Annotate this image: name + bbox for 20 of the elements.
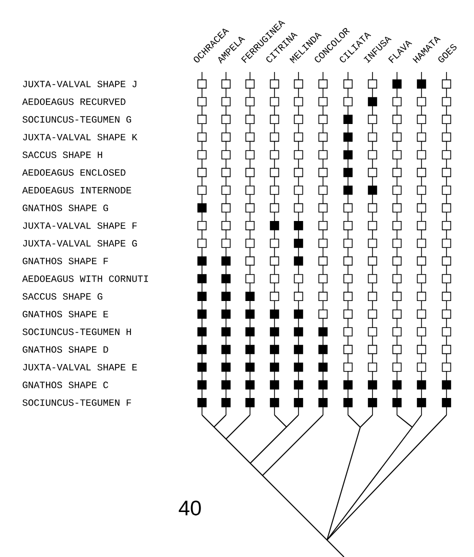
character-label: SACCUS SHAPE H — [22, 152, 102, 158]
character-label: GNATHOS SHAPE D — [22, 346, 108, 353]
character-label: SOCIUNCUS-TEGUMEN H — [22, 328, 131, 336]
character-label: AEDOEAGUS WITH CORNUTI — [22, 275, 148, 282]
character-label: JUXTA-VALVAL SHAPE K — [23, 134, 138, 140]
character-label: SOCIUNCUS-TEGUMEN F — [22, 399, 131, 406]
character-label: AEDOEAGUS RECURVED — [22, 98, 126, 105]
character-label: JUXTA-VALVAL SHAPE J — [23, 80, 136, 88]
character-label: JUXTA-VALVAL SHAPE F — [23, 222, 137, 229]
character-label: GNATHOS SHAPE G — [22, 204, 108, 212]
character-label: AEDOEAGUS ENCLOSED — [22, 169, 126, 176]
character-label: GNATHOS SHAPE C — [22, 382, 108, 388]
character-label: SOCIUNCUS-TEGUMEN G — [22, 116, 132, 123]
character-label: AEDOEAGUS INTERNODE — [22, 186, 132, 194]
character-label: GNATHOS SHAPE E — [22, 310, 108, 318]
character-label: JUXTA-VALVAL SHAPE G — [23, 240, 137, 247]
figure-number: 40 — [178, 500, 201, 516]
character-label: GNATHOS SHAPE F — [22, 258, 108, 264]
character-label: JUXTA-VALVAL SHAPE E — [23, 364, 137, 370]
character-label: SACCUS SHAPE G — [22, 293, 102, 300]
